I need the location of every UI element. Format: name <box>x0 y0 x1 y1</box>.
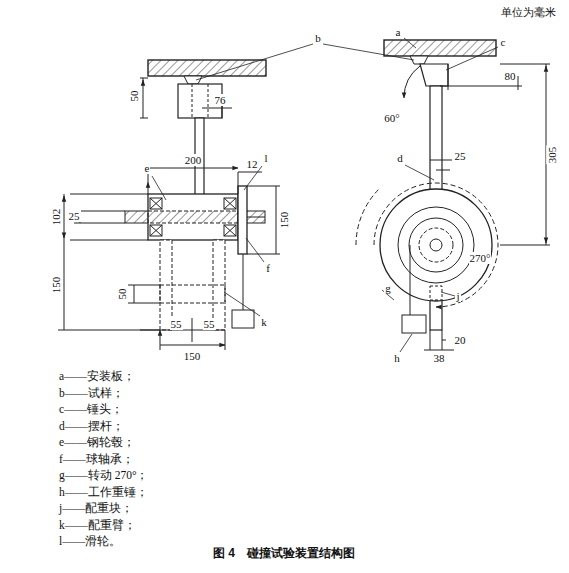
dimension-label: 305 <box>546 146 558 165</box>
legend-entry: e——钢轮毂； <box>58 436 136 449</box>
callout-letter: a <box>395 26 402 38</box>
legend-entry: j——配重块； <box>58 502 134 515</box>
legend-entry: d——摆杆； <box>58 420 125 433</box>
dimension-label: 55 <box>203 318 216 330</box>
dimension-label: 150 <box>183 350 202 362</box>
dimension-label: 102 <box>50 208 62 227</box>
callout-letter: f <box>265 262 271 274</box>
dimension-label: 76 <box>214 94 227 106</box>
legend-entry: h——工作重锤； <box>58 486 149 499</box>
dimension-label: 12 <box>246 158 259 170</box>
dimension-label: 270° <box>469 252 492 264</box>
legend-entry: f——球轴承； <box>58 453 135 466</box>
legend-entry: b——试样； <box>58 387 125 400</box>
legend-entry: c——锤头； <box>58 403 124 416</box>
callout-letter: b <box>314 32 322 44</box>
dimension-label: 25 <box>68 210 81 222</box>
legend-entry: a——安装板； <box>58 370 136 383</box>
callout-letter: j <box>455 290 460 302</box>
dimension-label: 50 <box>116 288 128 301</box>
callout-letter: c <box>500 36 507 48</box>
callout-letter: h <box>393 352 401 364</box>
dimension-label: 单位为毫米 <box>500 6 557 18</box>
dimension-label: 20 <box>454 334 467 346</box>
dimension-label: 150 <box>278 211 290 230</box>
dimension-label: 150 <box>50 276 62 295</box>
callout-letter: e <box>144 162 151 174</box>
legend-entry: g——转动 270°； <box>58 469 149 482</box>
dimension-label: 25 <box>454 150 467 162</box>
callout-letter: d <box>396 152 404 164</box>
callout-letter: k <box>260 316 268 328</box>
dimension-label: 60° <box>383 112 400 124</box>
dimension-label: 38 <box>433 352 446 364</box>
dimension-label: 80 <box>504 70 517 82</box>
dimension-label: 50 <box>128 90 140 103</box>
legend-entry: k——配重臂； <box>58 519 137 532</box>
dimension-label: 55 <box>170 318 183 330</box>
callout-letter: l <box>263 152 268 164</box>
legend-entry: l——滑轮。 <box>58 535 122 548</box>
dimension-label: 200 <box>184 154 203 166</box>
figure-caption: 图 4 碰撞试验装置结构图 <box>212 547 356 560</box>
callout-letter: g <box>384 282 392 294</box>
